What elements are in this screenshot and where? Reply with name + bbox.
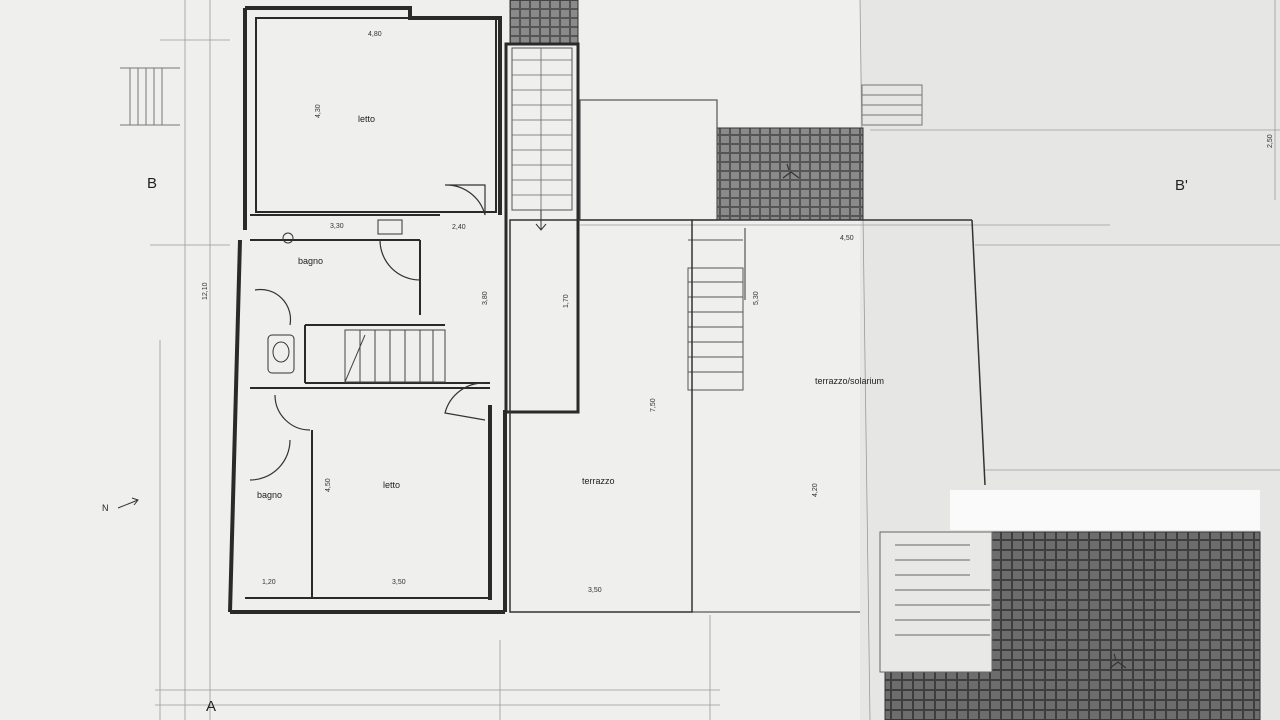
room-label-bagno-bottom: bagno bbox=[257, 490, 282, 500]
terrace-stair bbox=[687, 239, 744, 391]
north-arrow-icon bbox=[117, 497, 139, 509]
section-label-a: A bbox=[206, 698, 216, 715]
top-right-steps bbox=[861, 84, 923, 126]
dimension-label: 4,50 bbox=[325, 478, 332, 492]
left-external-steps bbox=[120, 67, 180, 126]
central-stair bbox=[504, 42, 580, 414]
dimension-label: 1,70 bbox=[563, 294, 570, 308]
building-walls bbox=[228, 6, 507, 614]
roof-tiles-middle bbox=[716, 127, 864, 221]
dimension-label: 1,20 bbox=[262, 579, 276, 586]
room-label-letto-top: letto bbox=[358, 114, 375, 124]
dimension-label: 4,80 bbox=[368, 31, 382, 38]
section-label-b: B bbox=[147, 175, 157, 192]
dimension-label: 4,50 bbox=[840, 235, 854, 242]
room-label-terrazzo: terrazzo bbox=[582, 476, 615, 486]
dimension-label: 3,30 bbox=[330, 223, 344, 230]
door-swings bbox=[249, 184, 486, 481]
room-label-bagno-top: bagno bbox=[298, 256, 323, 266]
dimension-label: 5,30 bbox=[753, 291, 760, 305]
dimension-label: 3,80 bbox=[482, 291, 489, 305]
bottom-right-steps bbox=[895, 544, 990, 636]
dimension-label: 4,20 bbox=[812, 483, 819, 497]
dimension-label: 7,50 bbox=[650, 398, 657, 412]
interior-walls bbox=[245, 17, 497, 599]
terrace-outlines bbox=[509, 219, 986, 613]
bathroom-fixtures bbox=[267, 219, 403, 374]
section-label-b-prime: B' bbox=[1175, 177, 1188, 194]
north-label: N bbox=[102, 503, 109, 513]
room-label-letto-bottom: letto bbox=[383, 480, 400, 490]
dimension-label: 3,50 bbox=[392, 579, 406, 586]
dimension-label: 2,40 bbox=[452, 224, 466, 231]
inner-stair bbox=[344, 329, 446, 383]
paper-glare bbox=[950, 490, 1260, 530]
roof-ridge-symbols bbox=[782, 163, 1127, 669]
dimension-label: 12,10 bbox=[202, 282, 209, 300]
dimension-label: 2,50 bbox=[1267, 134, 1274, 148]
room-label-terrazzo-solarium: terrazzo/solarium bbox=[815, 376, 884, 386]
dimension-label: 3,50 bbox=[588, 587, 602, 594]
stair-landing-bottom-right bbox=[879, 531, 993, 673]
dimension-label: 4,30 bbox=[315, 104, 322, 118]
roof-tiles-top bbox=[509, 0, 579, 45]
